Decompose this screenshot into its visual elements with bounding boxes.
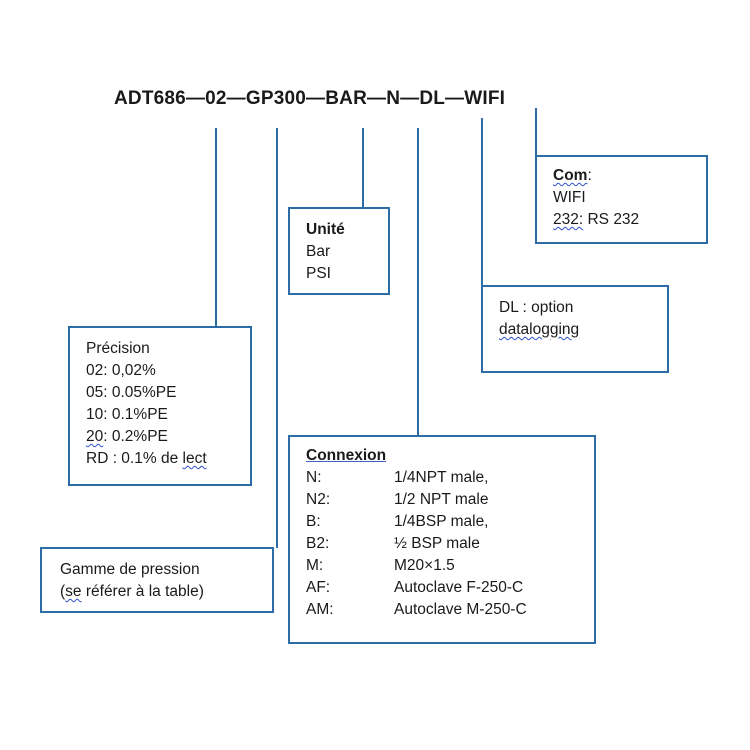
connector-unite [362,128,364,208]
precision-item-10: 10: 0.1%PE [86,404,250,426]
unite-title: Unité [306,221,345,238]
connexion-item-m: M:M20×1.5 [306,557,455,574]
precision-lect: lect [182,450,207,467]
com-title-row: Com: [553,167,592,184]
gamme-line1: Gamme de pression [60,561,200,578]
precision-value: : 0.2%PE [103,428,168,445]
gamme-box: Gamme de pression (se référer à la table… [40,547,274,613]
com-box: Com: WIFI 232: RS 232 [535,155,708,244]
precision-key: 05 [86,384,104,401]
connector-gamme [276,128,278,548]
connexion-title: Connexion [306,447,387,464]
dl-box: DL : option datalogging [481,285,669,373]
precision-item-20: 20: 0.2%PE [86,426,250,448]
dl-line1: DL : option [499,299,574,316]
precision-item-05: 05: 0.05%PE [86,382,250,404]
connexion-box: Connexion N:1/4NPT male, N2:1/2 NPT male… [288,435,596,644]
precision-item-rd: RD : 0.1% de lect [86,448,250,470]
precision-box: Précision 02: 0,02% 05: 0.05%PE 10: 0.1%… [68,326,252,486]
connexion-item-af: AF:Autoclave F-250-C [306,579,524,596]
connexion-item-n: N:1/4NPT male, [306,469,489,486]
connector-connexion [417,128,419,436]
precision-value: : 0.1% de [108,450,183,467]
connector-dl [481,118,483,286]
precision-item-02: 02: 0,02% [86,360,250,382]
precision-key: 02 [86,362,104,379]
precision-title: Précision [86,340,150,357]
connector-com [535,108,537,156]
connexion-item-b2: B2:½ BSP male [306,535,480,552]
gamme-se: se [65,583,82,600]
com-item-232: 232: RS 232 [553,211,640,228]
precision-key: RD [86,450,109,467]
connexion-item-b: B:1/4BSP male, [306,513,489,530]
unite-item-psi: PSI [306,265,331,282]
precision-value: : 0,02% [103,362,156,379]
com-title: Com [553,167,588,184]
precision-key: 10 [86,406,104,423]
connector-precision [215,128,217,327]
unite-item-bar: Bar [306,243,331,260]
precision-value: : 0.05%PE [103,384,177,401]
gamme-line2: (se référer à la table) [60,583,204,600]
unite-box: Unité Bar PSI [288,207,390,295]
connexion-item-am: AM:Autoclave M-250-C [306,601,527,618]
connexion-item-n2: N2:1/2 NPT male [306,491,489,508]
precision-key: 20 [86,428,104,445]
com-item-wifi: WIFI [553,189,586,206]
precision-value: : 0.1%PE [103,406,168,423]
dl-line2: datalogging [499,321,580,338]
product-code: ADT686—02—GP300—BAR—N—DL—WIFI [114,88,506,109]
